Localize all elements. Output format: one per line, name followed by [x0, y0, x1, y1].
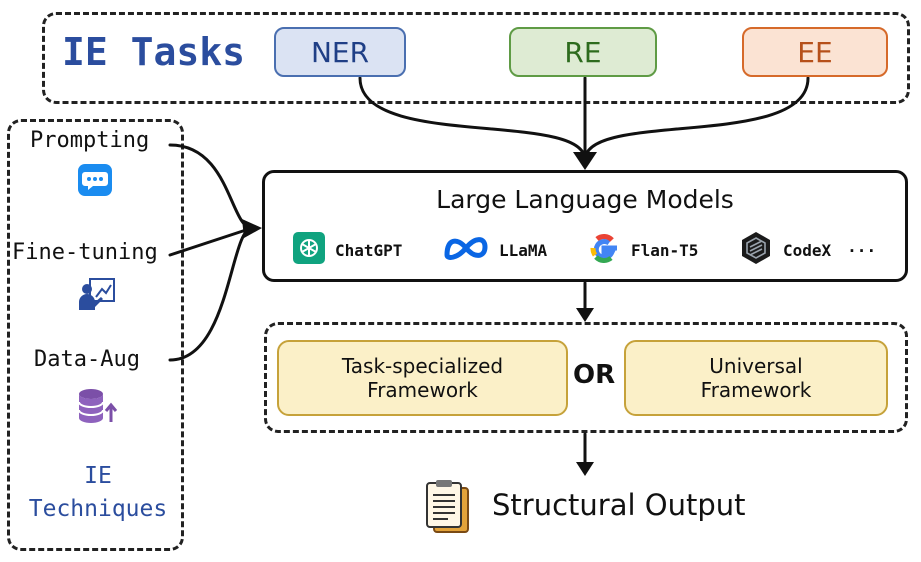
task-ee: EE [742, 27, 888, 77]
ie-tasks-title: IE Tasks [62, 30, 246, 74]
finetuning-to-llm-arrow [168, 226, 254, 257]
structural-output-label: Structural Output [492, 488, 746, 522]
llm-title: Large Language Models [436, 185, 734, 214]
model-flant5: Flan-T5 [587, 233, 698, 267]
codex-logo-icon [739, 231, 773, 269]
more-models-ellipsis: ··· [847, 240, 877, 260]
meta-logo-icon [443, 233, 489, 267]
database-upload-icon [78, 388, 118, 428]
universal-line1: Universal [709, 354, 803, 378]
model-chatgpt: ChatGPT [293, 232, 403, 268]
ie-techniques-title-line2: Techniques [28, 496, 168, 523]
model-flant5-label: Flan-T5 [631, 240, 699, 260]
or-connector: OR [573, 360, 616, 390]
llm-box: Large Language Models ChatGPT LLaMA [262, 170, 908, 282]
ie-techniques-title: IE Techniques [14, 460, 182, 527]
prompting-to-llm-arrow [168, 143, 254, 230]
openai-logo-icon [293, 232, 325, 268]
document-icon [424, 480, 472, 540]
model-codex: CodeX ··· [739, 231, 877, 269]
technique-dataaug-label: Data-Aug [34, 347, 140, 372]
dataaug-to-llm-arrow [168, 226, 254, 362]
model-llama: LLaMA [443, 233, 547, 267]
frameworks-container [264, 322, 908, 433]
task-re: RE [509, 27, 657, 77]
universal-line2: Framework [700, 378, 812, 402]
technique-finetuning-label: Fine-tuning [12, 240, 158, 265]
ie-techniques-title-line1: IE [84, 463, 112, 489]
task-specialized-line1: Task-specialized [341, 354, 504, 378]
model-codex-label: CodeX [783, 240, 832, 260]
chat-bubble-icon [77, 163, 113, 201]
ner-to-llm-arrow [358, 76, 587, 162]
technique-prompting-label: Prompting [30, 128, 150, 153]
task-ner: NER [274, 27, 406, 77]
google-logo-icon [587, 231, 621, 269]
model-chatgpt-label: ChatGPT [335, 240, 403, 260]
universal-framework: Universal Framework [624, 340, 888, 416]
presentation-icon [78, 277, 116, 315]
task-specialized-line2: Framework [367, 378, 478, 402]
model-llama-label: LLaMA [499, 240, 548, 260]
ie-tasks-container [42, 12, 910, 104]
ie-techniques-container [7, 119, 184, 551]
task-specialized-framework: Task-specialized Framework [277, 340, 568, 416]
ee-to-llm-arrow [583, 76, 810, 162]
